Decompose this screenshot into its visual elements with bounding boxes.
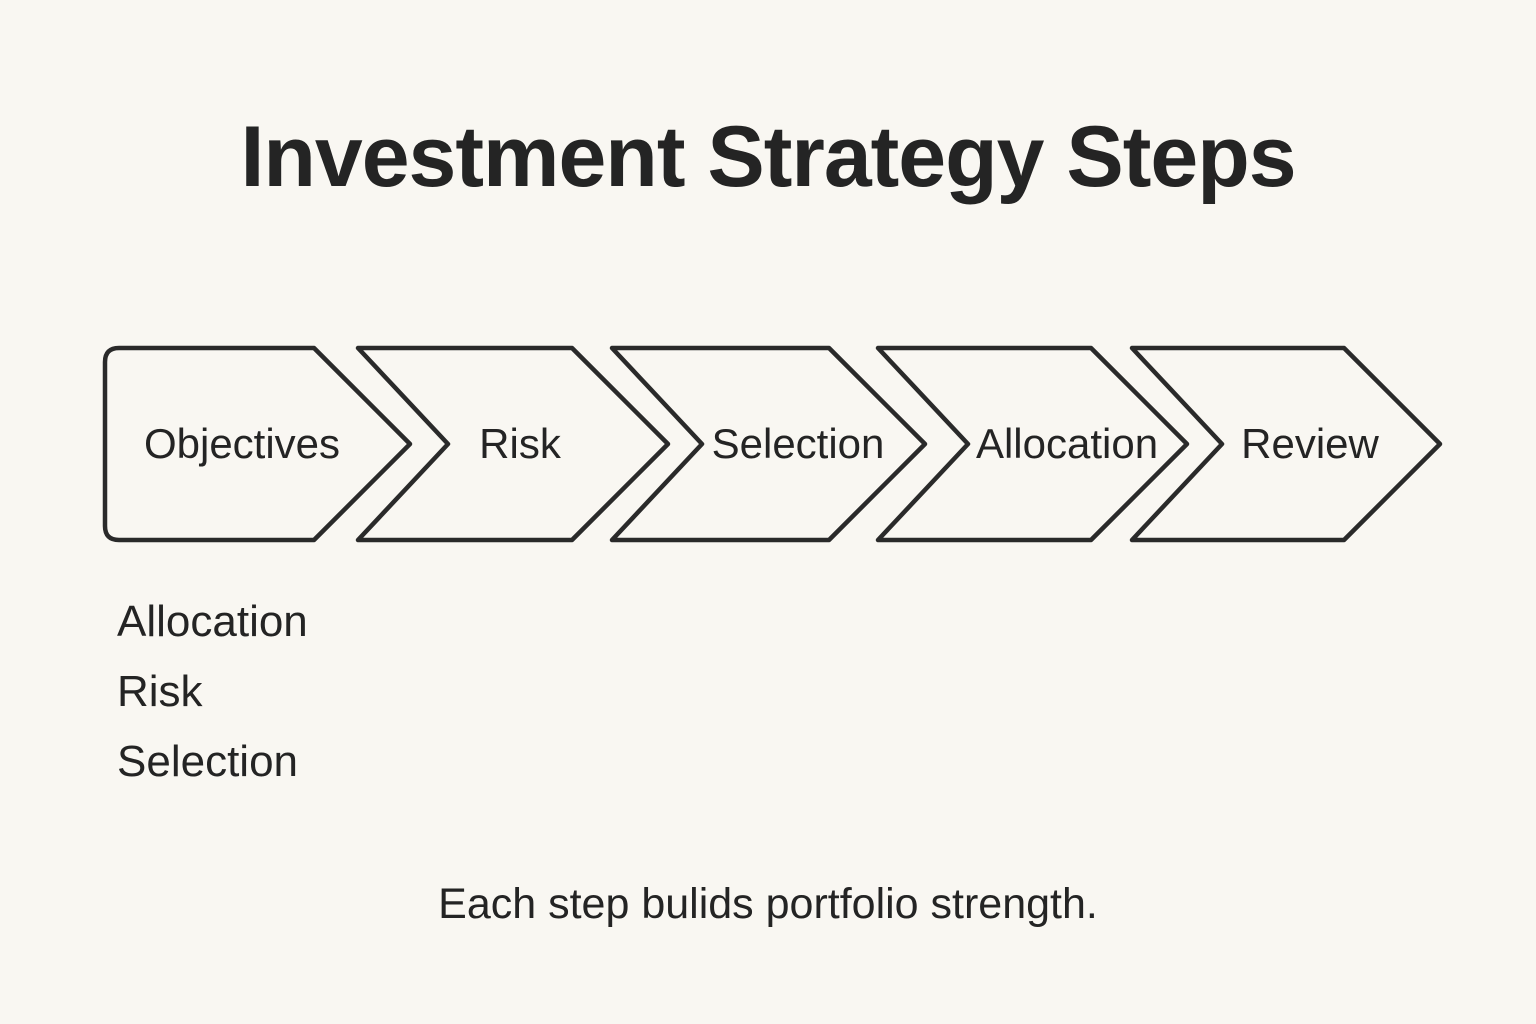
chevron-step-shape — [609, 345, 928, 543]
step-label: Review — [1241, 420, 1379, 467]
list-item: Selection — [117, 737, 299, 786]
step-label: Objectives — [143, 420, 341, 467]
step-label: Risk — [479, 420, 561, 467]
step-label: Allocation — [975, 420, 1159, 467]
chevron-step-shape — [1129, 345, 1443, 543]
chevron-step-shape — [355, 345, 671, 543]
page-title: Investment Strategy Steps — [240, 109, 1296, 205]
chevron-step-shape — [875, 345, 1190, 543]
list-item: Risk — [117, 667, 203, 716]
list-item: Allocation — [117, 597, 308, 646]
caption: Each step bulids portfolio strength. — [438, 880, 1098, 928]
chevron-step-shape — [102, 345, 413, 543]
step-label: Selection — [711, 420, 885, 467]
